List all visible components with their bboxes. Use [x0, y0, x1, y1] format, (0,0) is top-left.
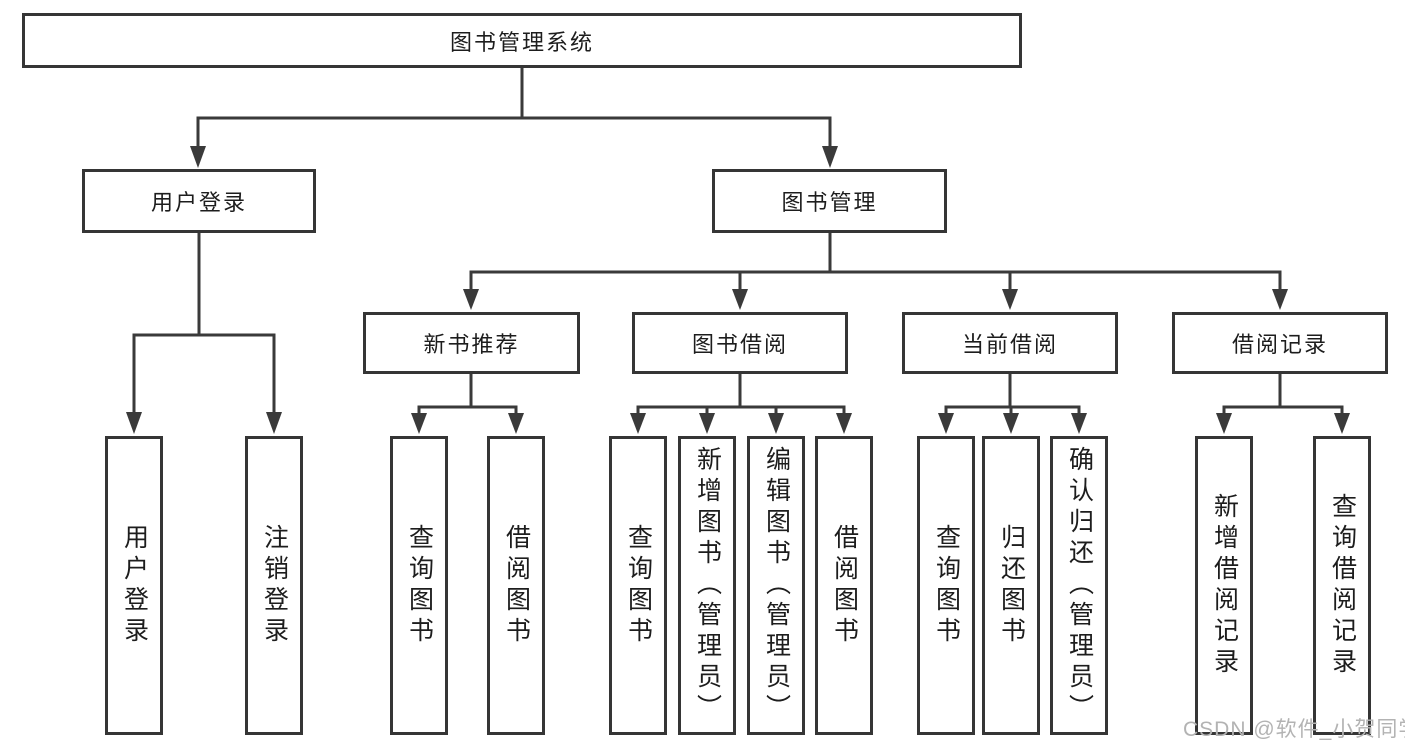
node-label: 图书管理系统 — [449, 29, 594, 55]
node-library-management-system: 图书管理系统 — [22, 13, 1022, 68]
node-new-book-recommend: 新书推荐 — [363, 312, 580, 374]
leaf-label: 查询借阅记录 — [1328, 492, 1357, 679]
leaf-label: 新增图书（管理员） — [693, 446, 722, 725]
leaf-label: 查询图书 — [405, 523, 434, 648]
leaf-query-borrow-record: 查询借阅记录 — [1313, 436, 1371, 735]
leaf-logout: 注销登录 — [245, 436, 303, 735]
node-book-management-branch: 图书管理 — [712, 169, 947, 233]
leaf-label: 查询图书 — [624, 523, 653, 648]
leaf-borrow-books-recommend: 借阅图书 — [487, 436, 545, 735]
leaf-query-books-current: 查询图书 — [917, 436, 975, 735]
leaf-label: 归还图书 — [997, 523, 1026, 648]
leaf-label: 新增借阅记录 — [1210, 492, 1239, 679]
node-label: 当前借阅 — [961, 332, 1058, 357]
leaf-label: 查询图书 — [932, 523, 961, 648]
leaf-query-books-borrow: 查询图书 — [609, 436, 667, 735]
node-label: 图书管理 — [781, 190, 878, 215]
leaf-edit-books-admin: 编辑图书（管理员） — [747, 436, 805, 735]
node-label: 借阅记录 — [1231, 332, 1328, 357]
leaf-query-books-recommend: 查询图书 — [390, 436, 448, 735]
node-label: 图书借阅 — [691, 332, 788, 357]
leaf-add-borrow-record: 新增借阅记录 — [1195, 436, 1253, 735]
leaf-label: 确认归还（管理员） — [1065, 446, 1094, 725]
node-current-borrowing: 当前借阅 — [902, 312, 1118, 374]
leaf-label: 注销登录 — [260, 523, 289, 648]
node-borrowing-records: 借阅记录 — [1172, 312, 1388, 374]
leaf-return-books: 归还图书 — [982, 436, 1040, 735]
leaf-add-books-admin: 新增图书（管理员） — [678, 436, 736, 735]
leaf-confirm-return-admin: 确认归还（管理员） — [1050, 436, 1108, 735]
node-label: 新书推荐 — [423, 332, 520, 357]
leaf-label: 借阅图书 — [830, 523, 859, 648]
leaf-label: 编辑图书（管理员） — [762, 446, 791, 725]
leaf-label: 用户登录 — [120, 523, 149, 648]
node-book-borrowing: 图书借阅 — [632, 312, 848, 374]
node-label: 用户登录 — [150, 190, 247, 215]
leaf-label: 借阅图书 — [502, 523, 531, 648]
leaf-user-login: 用户登录 — [105, 436, 163, 735]
csdn-watermark: CSDN @软件_小贺同学 — [1183, 718, 1405, 741]
node-user-login-branch: 用户登录 — [82, 169, 316, 233]
leaf-borrow-books: 借阅图书 — [815, 436, 873, 735]
